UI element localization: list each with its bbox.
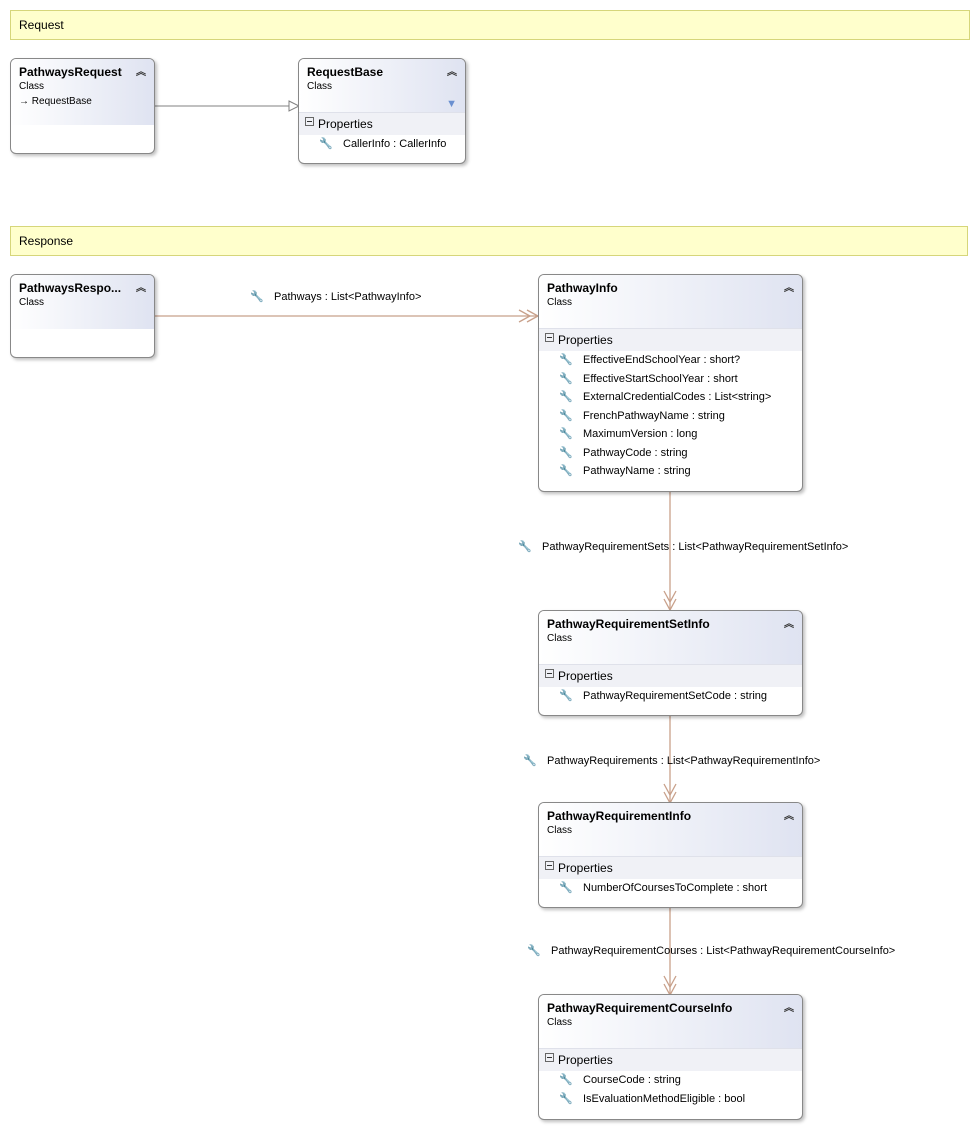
collapse-box-icon[interactable] (305, 117, 314, 126)
collapse-box-icon[interactable] (545, 333, 554, 342)
class-kind: Class (307, 81, 333, 92)
wrench-icon: 🔧 (250, 291, 264, 303)
wrench-icon: 🔧 (523, 755, 537, 767)
property-item[interactable]: 🔧PathwayRequirementSetCode : string (539, 687, 802, 706)
class-pathway-requirement-info[interactable]: PathwayRequirementInfo Class ︽ Propertie… (538, 802, 803, 908)
collapse-box-icon[interactable] (545, 1053, 554, 1062)
association-arrowhead-pathways (518, 309, 532, 323)
class-kind: Class (547, 825, 573, 836)
double-chevron-up-icon[interactable]: ︽ (784, 619, 794, 630)
association-label-requirements[interactable]: 🔧PathwayRequirements : List<PathwayRequi… (523, 755, 821, 767)
class-name: PathwayRequirementInfo (547, 809, 692, 823)
class-kind: Class (547, 297, 573, 308)
arrow-right-icon: → (19, 96, 32, 107)
association-arrowhead-requirements (663, 783, 677, 797)
association-arrowhead-requirement-courses (663, 975, 677, 989)
wrench-icon: 🔧 (559, 372, 573, 385)
double-chevron-up-icon[interactable]: ︽ (784, 283, 794, 294)
wrench-icon: 🔧 (559, 409, 573, 422)
class-name: RequestBase (307, 65, 384, 79)
class-name: PathwayRequirementCourseInfo (547, 1001, 733, 1015)
class-pathways-response[interactable]: PathwaysRespo... Class ︽ (10, 274, 155, 358)
class-pathway-requirement-course-info[interactable]: PathwayRequirementCourseInfo Class ︽ Pro… (538, 994, 803, 1120)
double-chevron-up-icon[interactable]: ︽ (784, 1003, 794, 1014)
properties-section[interactable]: Properties (539, 856, 802, 879)
property-item[interactable]: 🔧EffectiveEndSchoolYear : short? (539, 351, 802, 370)
wrench-icon: 🔧 (559, 690, 573, 702)
class-pathway-requirement-set-info[interactable]: PathwayRequirementSetInfo Class ︽ Proper… (538, 610, 803, 716)
class-name: PathwayRequirementSetInfo (547, 617, 710, 631)
class-request-base[interactable]: RequestBase Class ︽ ▼ Properties 🔧Caller… (298, 58, 466, 164)
property-item[interactable]: 🔧MaximumVersion : long (539, 425, 802, 444)
double-chevron-up-icon[interactable]: ︽ (784, 811, 794, 822)
wrench-icon: 🔧 (559, 1074, 573, 1086)
request-group[interactable]: Request (10, 10, 970, 40)
association-label-requirement-courses[interactable]: 🔧PathwayRequirementCourses : List<Pathwa… (527, 945, 896, 957)
wrench-icon: 🔧 (559, 428, 573, 440)
property-item[interactable]: 🔧NumberOfCoursesToComplete : short (539, 879, 802, 898)
inheritance-arrowhead (288, 100, 301, 112)
base-class: → RequestBase (19, 96, 92, 107)
collapse-box-icon[interactable] (545, 669, 554, 678)
double-chevron-up-icon[interactable]: ︽ (136, 67, 146, 78)
filter-icon[interactable]: ▼ (446, 98, 457, 110)
collapse-box-icon[interactable] (545, 861, 554, 870)
class-name: PathwaysRespo... (19, 281, 122, 295)
class-kind: Class (19, 81, 45, 92)
association-arrowhead-requirement-sets (663, 590, 677, 604)
wrench-icon: 🔧 (559, 1092, 573, 1105)
wrench-icon: 🔧 (319, 138, 333, 150)
double-chevron-up-icon[interactable]: ︽ (136, 283, 146, 294)
wrench-icon: 🔧 (559, 354, 573, 366)
property-item[interactable]: 🔧PathwayCode : string (539, 444, 802, 463)
association-label-pathways[interactable]: 🔧Pathways : List<PathwayInfo> (250, 291, 422, 303)
class-pathway-info[interactable]: PathwayInfo Class ︽ Properties 🔧Effectiv… (538, 274, 803, 492)
property-item[interactable]: 🔧EffectiveStartSchoolYear : short (539, 370, 802, 389)
wrench-icon: 🔧 (559, 465, 573, 477)
property-item[interactable]: 🔧CallerInfo : CallerInfo (299, 135, 465, 154)
association-label-requirement-sets[interactable]: 🔧PathwayRequirementSets : List<PathwayRe… (518, 541, 849, 553)
wrench-icon: 🔧 (559, 446, 573, 459)
class-name: PathwaysRequest (19, 65, 122, 79)
property-item[interactable]: 🔧IsEvaluationMethodEligible : bool (539, 1090, 802, 1109)
class-kind: Class (19, 297, 45, 308)
class-pathways-request[interactable]: PathwaysRequest Class → RequestBase ︽ (10, 58, 155, 154)
class-kind: Class (547, 1017, 573, 1028)
wrench-icon: 🔧 (559, 391, 573, 403)
wrench-icon: 🔧 (518, 541, 532, 553)
double-chevron-up-icon[interactable]: ︽ (447, 67, 457, 78)
response-group[interactable]: Response (10, 226, 968, 256)
properties-section[interactable]: Properties (539, 664, 802, 687)
properties-section[interactable]: Properties (539, 328, 802, 351)
class-name: PathwayInfo (547, 281, 618, 295)
wrench-icon: 🔧 (527, 945, 541, 957)
property-item[interactable]: 🔧ExternalCredentialCodes : List<string> (539, 388, 802, 407)
property-item[interactable]: 🔧FrenchPathwayName : string (539, 407, 802, 426)
properties-section[interactable]: Properties (539, 1048, 802, 1071)
property-item[interactable]: 🔧CourseCode : string (539, 1071, 802, 1090)
class-kind: Class (547, 633, 573, 644)
property-item[interactable]: 🔧PathwayName : string (539, 462, 802, 481)
wrench-icon: 🔧 (559, 882, 573, 894)
properties-section[interactable]: Properties (299, 112, 465, 135)
